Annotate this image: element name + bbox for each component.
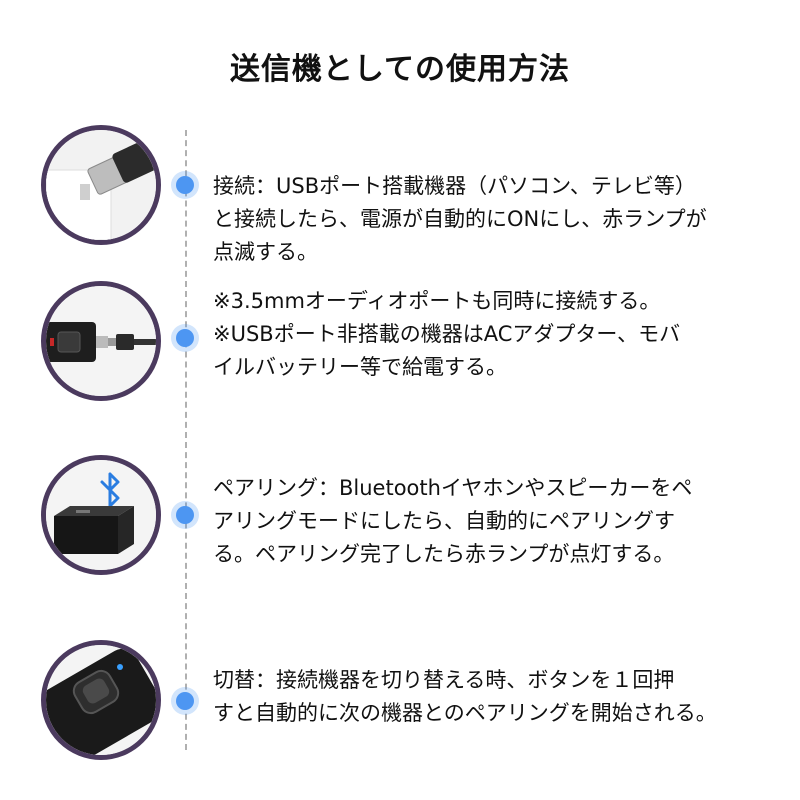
step-2-line-3: イルバッテリー等で給電する。 bbox=[213, 355, 507, 379]
step-3-text: ペアリング：Bluetoothイヤホンやスピーカーをペ アリングモードにしたら、… bbox=[213, 472, 788, 571]
bluetooth-speaker-icon bbox=[46, 460, 156, 570]
step-2-line-1: ※3.5mmオーディオポートも同時に接続する。 bbox=[213, 289, 661, 313]
step-3-line-3: る。ペアリング完了したら赤ランプが点灯する。 bbox=[213, 542, 675, 566]
step-3-image bbox=[41, 455, 161, 575]
step-4-dot bbox=[176, 692, 194, 710]
step-3-line-1: ペアリング：Bluetoothイヤホンやスピーカーをペ bbox=[213, 476, 693, 500]
step-4-line-1: 切替：接続機器を切り替える時、ボタンを１回押 bbox=[213, 668, 675, 692]
timeline-line bbox=[185, 130, 187, 750]
step-2-dot bbox=[176, 329, 194, 347]
step-3-dot bbox=[176, 506, 194, 524]
usb-plug-icon bbox=[46, 130, 156, 240]
audio-jack-icon bbox=[46, 286, 156, 396]
step-2-image bbox=[41, 281, 161, 401]
step-4-line-2: すと自動的に次の機器とのペアリングを開始される。 bbox=[213, 701, 717, 725]
step-2-text: ※3.5mmオーディオポートも同時に接続する。 ※USBポート非搭載の機器はAC… bbox=[213, 285, 788, 384]
step-1-line-1: 接続：USBポート搭載機器（パソコン、テレビ等） bbox=[213, 174, 696, 198]
step-1-image bbox=[41, 125, 161, 245]
step-2-line-2: ※USBポート非搭載の機器はACアダプター、モバ bbox=[213, 322, 681, 346]
page-title: 送信機としての使用方法 bbox=[229, 52, 571, 87]
step-3-line-2: アリングモードにしたら、自動的にペアリングす bbox=[213, 509, 675, 533]
device-button-icon bbox=[46, 645, 156, 755]
step-1-text: 接続：USBポート搭載機器（パソコン、テレビ等） と接続したら、電源が自動的にO… bbox=[213, 170, 788, 269]
step-1-dot bbox=[176, 176, 194, 194]
step-1-line-2: と接続したら、電源が自動的にONにし、赤ランプが bbox=[213, 207, 707, 231]
step-4-image bbox=[41, 640, 161, 760]
step-4-text: 切替：接続機器を切り替える時、ボタンを１回押 すと自動的に次の機器とのペアリング… bbox=[213, 664, 788, 730]
bluetooth-icon bbox=[100, 472, 120, 508]
step-1-line-3: 点滅する。 bbox=[213, 240, 318, 264]
